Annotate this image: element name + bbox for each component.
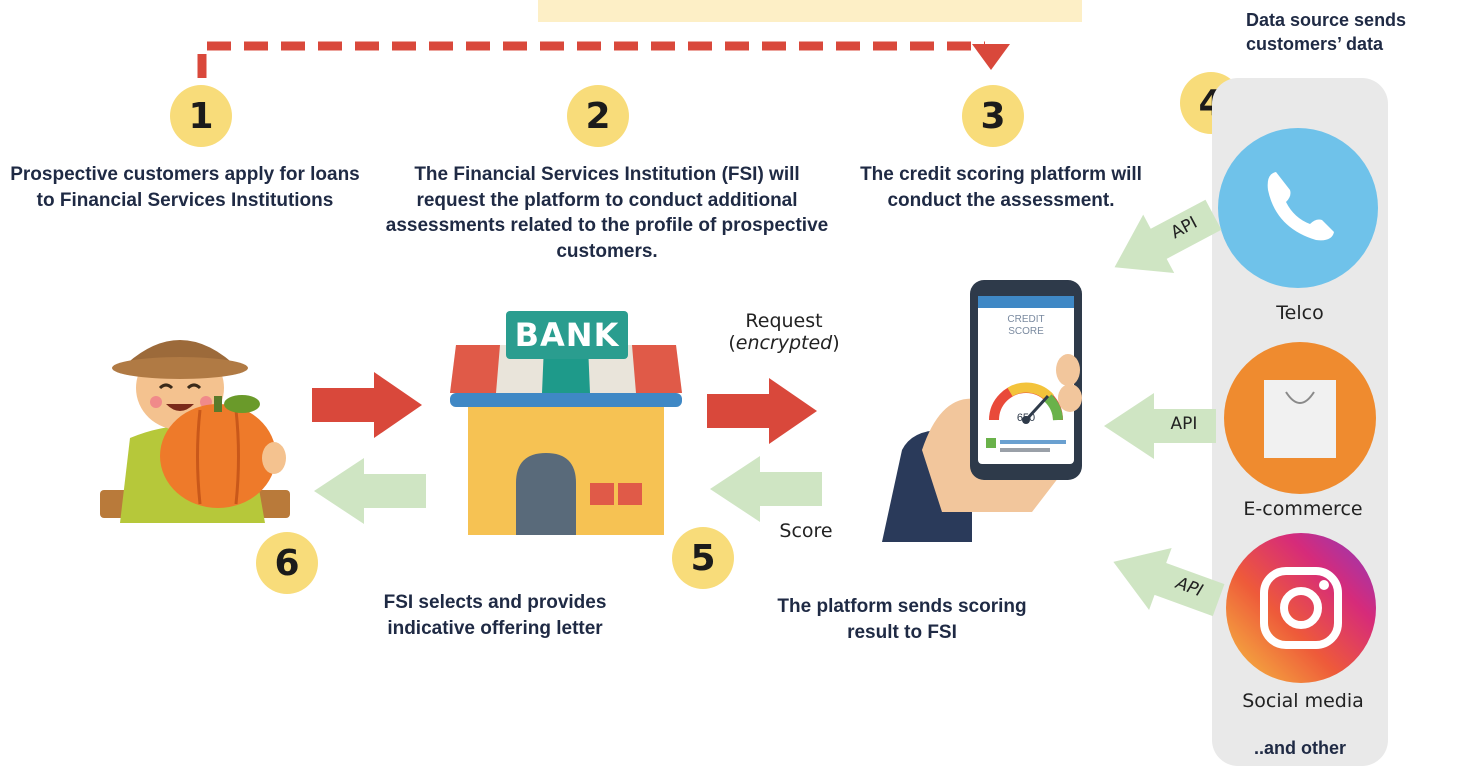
- ecommerce-circle: [1224, 342, 1376, 494]
- credit-line-1: CREDIT: [1007, 314, 1045, 325]
- step-1-badge: 1: [170, 85, 232, 147]
- api-label-ecommerce: API: [1170, 414, 1198, 434]
- offer-arrow-left: [314, 458, 426, 524]
- bank-sign: BANK: [506, 311, 628, 359]
- request-title: Request: [745, 310, 823, 332]
- step-3-badge: 3: [962, 85, 1024, 147]
- credit-score-value: 650: [1016, 412, 1036, 424]
- api-arrow-social: API: [1102, 531, 1230, 631]
- bank-illustration: BANK: [446, 305, 686, 535]
- request-detail-wrap: (encrypted): [728, 332, 840, 354]
- instagram-icon: [1260, 567, 1342, 649]
- step-5-badge: 5: [672, 527, 734, 589]
- telco-label: Telco: [1276, 302, 1324, 324]
- credit-line-2: SCORE: [1008, 326, 1044, 337]
- step-6-badge: 6: [256, 532, 318, 594]
- step-5-caption: The platform sends scoring result to FSI: [777, 596, 1027, 643]
- step-1-caption: Prospective customers apply for loans to…: [10, 164, 360, 211]
- step-6-caption: FSI selects and provides indicative offe…: [383, 592, 607, 639]
- apply-arrow-right: [312, 372, 422, 438]
- dashed-arrowhead: [972, 44, 1010, 70]
- api-arrow-telco: API: [1099, 186, 1229, 297]
- request-detail: encrypted: [735, 332, 833, 354]
- score-label: Score: [779, 520, 833, 542]
- telco-circle: [1218, 128, 1378, 288]
- step-3-caption: The credit scoring platform will conduct…: [860, 164, 1142, 211]
- api-arrow-ecommerce: API: [1104, 393, 1216, 459]
- score-arrow-left: [710, 456, 822, 522]
- request-label: Request (encrypted): [716, 310, 852, 354]
- sources-footer: ..and other: [1253, 738, 1346, 758]
- phone-illustration: CREDIT SCORE 650: [882, 280, 1092, 542]
- step-2-caption: The Financial Services Institution (FSI)…: [385, 164, 829, 262]
- farmer-illustration: [100, 340, 290, 523]
- phone-icon: [1267, 172, 1334, 241]
- step-2-badge: 2: [567, 85, 629, 147]
- step-4-caption: Data source sends customers’ data: [1246, 10, 1407, 55]
- social-circle: [1226, 533, 1376, 683]
- credit-score-heading: CREDIT SCORE: [978, 314, 1074, 338]
- request-arrow-right: [707, 378, 817, 444]
- shopping-bag-icon: [1264, 380, 1336, 458]
- top-highlight-bar: [538, 0, 1082, 22]
- ecommerce-label: E-commerce: [1243, 498, 1363, 520]
- social-label: Social media: [1242, 690, 1364, 712]
